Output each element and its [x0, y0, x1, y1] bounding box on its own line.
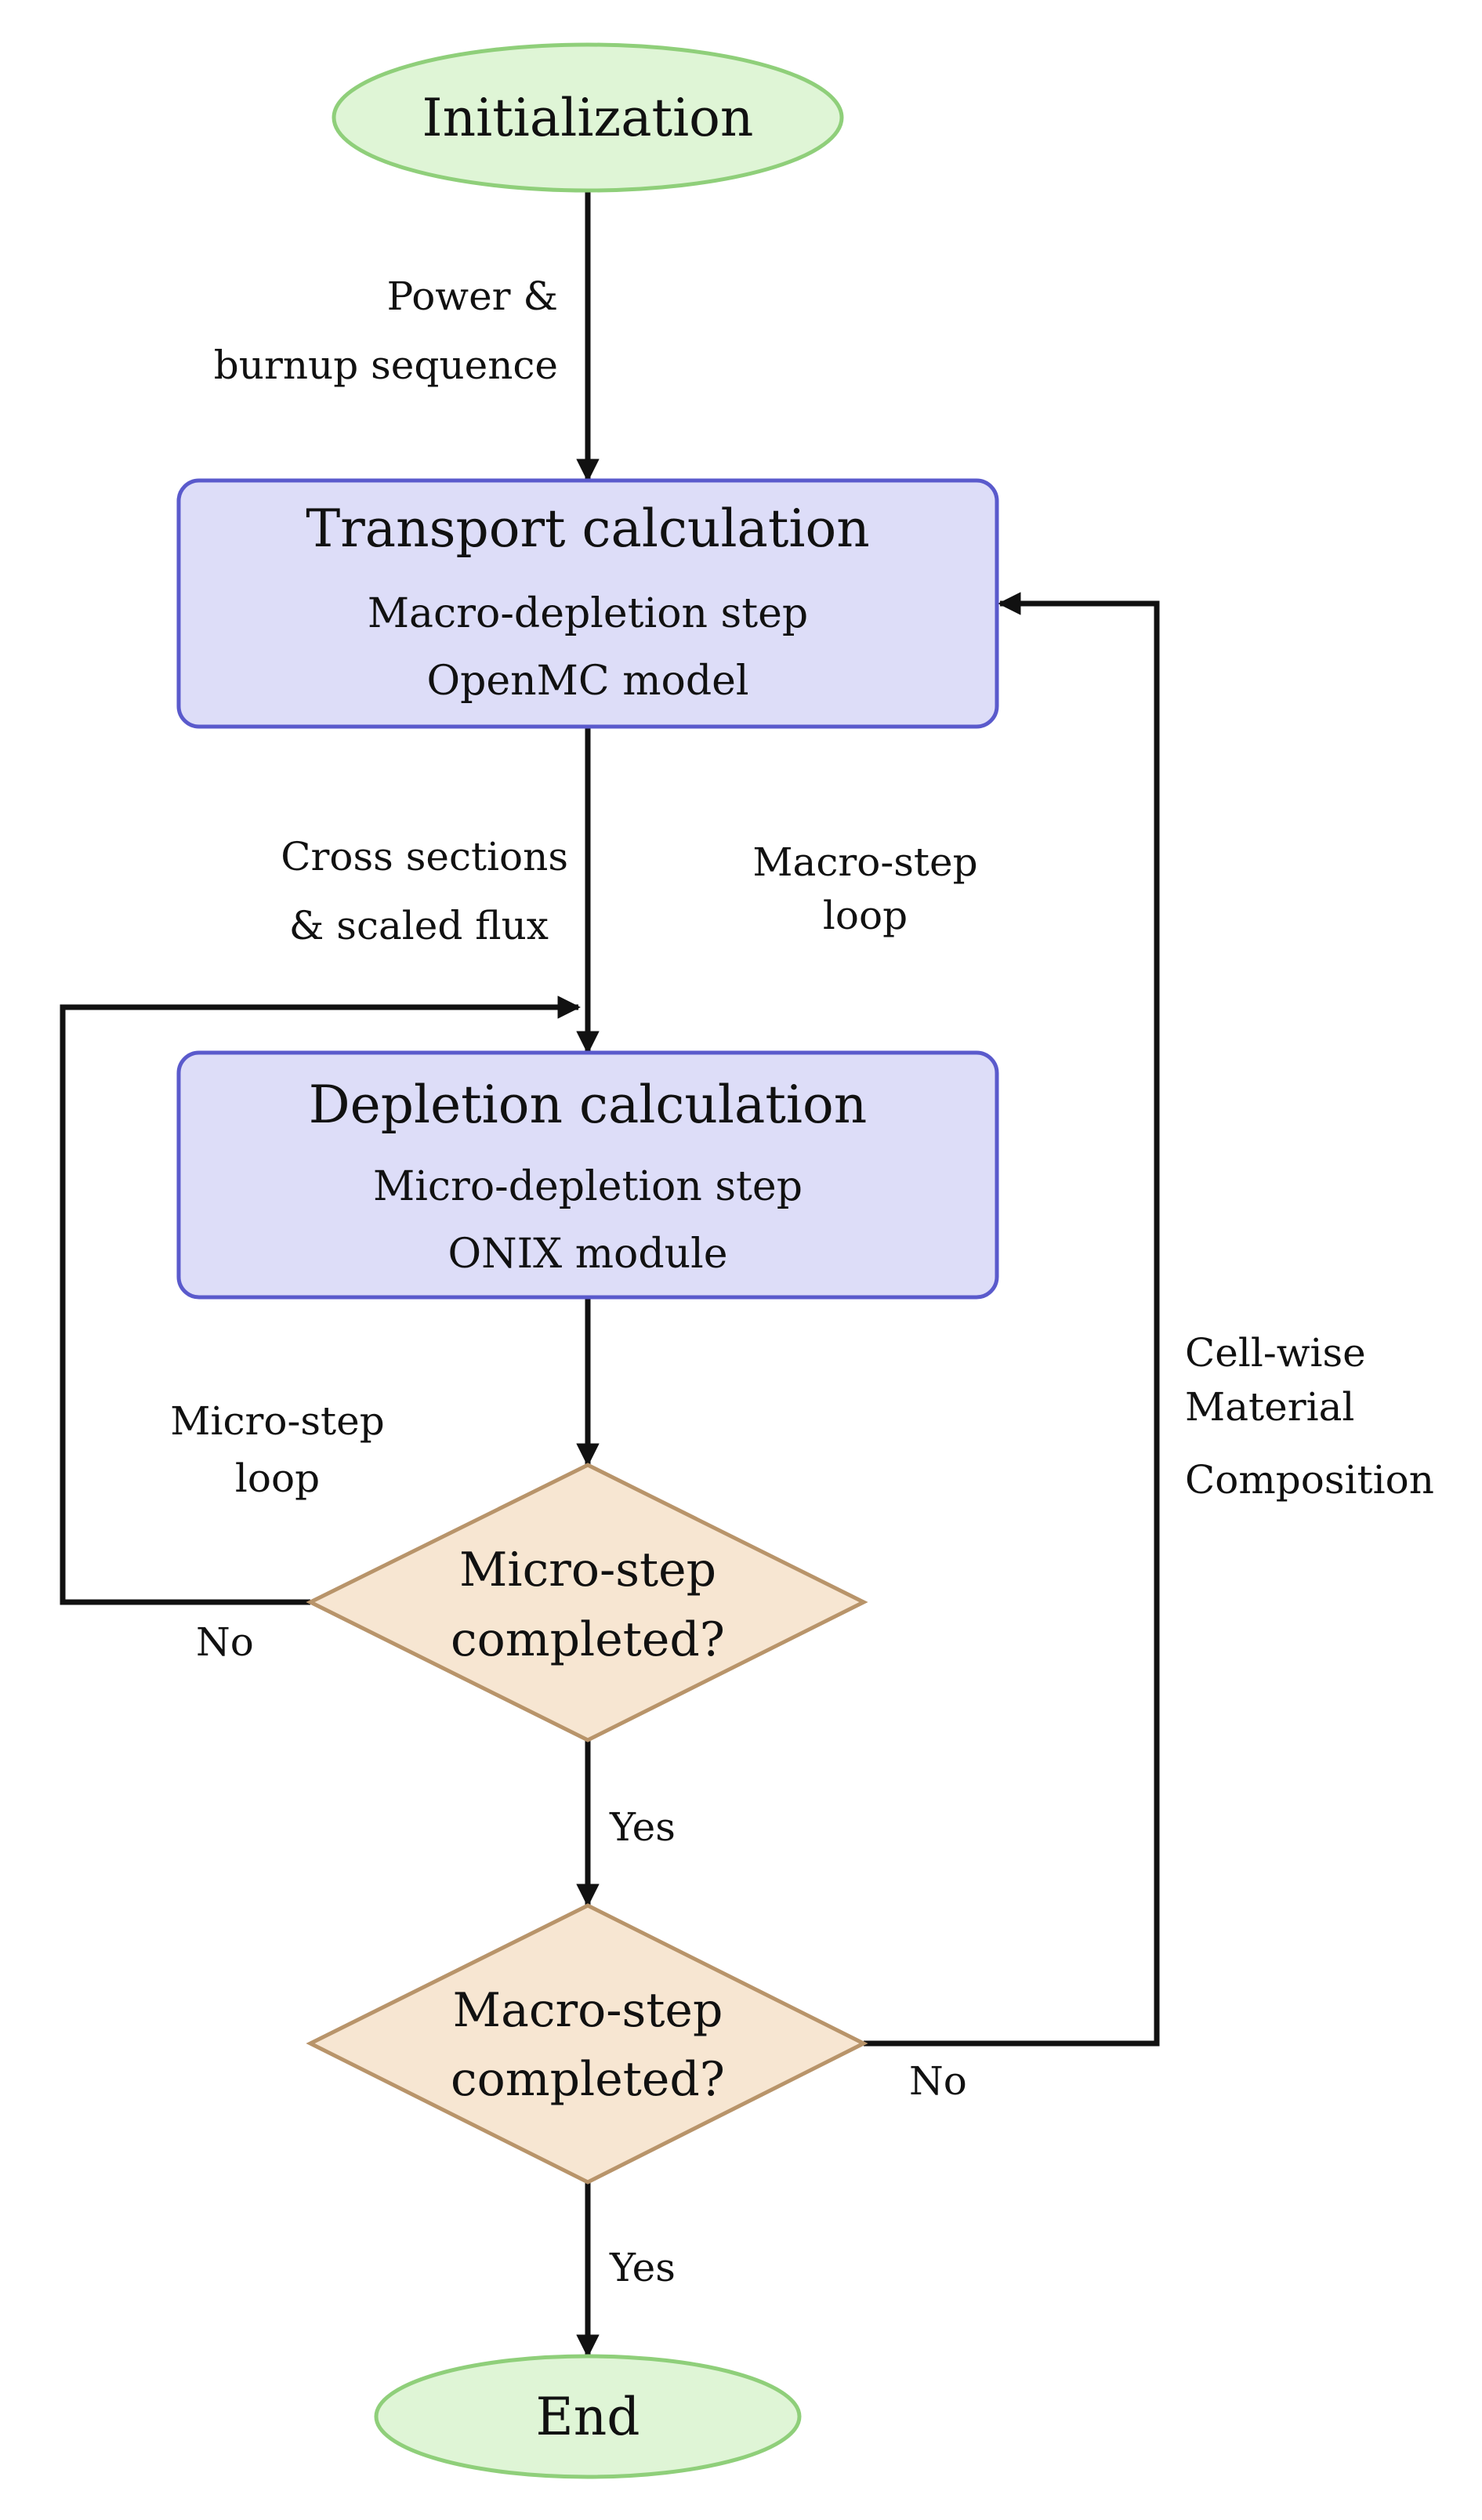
- cellwise-label-line2: Material: [1185, 1384, 1354, 1430]
- depletion-line1: Micro-depletion step: [373, 1163, 803, 1210]
- power-label-line2: burnup sequence: [214, 343, 558, 388]
- macro-decision-line2: completed?: [451, 2052, 725, 2107]
- micro-loop-label-line1: Micro-step: [170, 1398, 384, 1444]
- edge-macro-no-loop: [864, 592, 1160, 2047]
- macro-yes-label: Yes: [609, 2245, 676, 2290]
- transport-box: [176, 478, 999, 729]
- end-node: End: [374, 2354, 802, 2479]
- micro-decision-line1: Micro-step: [459, 1543, 716, 1597]
- micro-no-label: No: [196, 1619, 254, 1665]
- cellwise-label-line3: Composition: [1185, 1457, 1434, 1503]
- micro-decision-line2: completed?: [451, 1612, 725, 1667]
- transport-line2: OpenMC model: [426, 658, 748, 705]
- xs-label-line2: & scaled flux: [289, 903, 549, 948]
- end-ellipse: [374, 2354, 802, 2479]
- micro-decision-diamond: [306, 1463, 868, 1742]
- macro-step-decision-node: Macro-step completed?: [306, 1903, 868, 2185]
- macro-loop-label-line2: loop: [823, 893, 908, 938]
- macro-loop-label-line1: Macro-step: [752, 839, 977, 885]
- micro-yes-label: Yes: [609, 1804, 676, 1850]
- transport-title: Transport calculation: [306, 499, 870, 559]
- cellwise-label-line1: Cell-wise: [1185, 1330, 1366, 1376]
- macro-decision-diamond: [306, 1903, 868, 2185]
- depletion-box: [176, 1050, 999, 1300]
- end-label: End: [536, 2387, 640, 2447]
- micro-loop-label-line2: loop: [235, 1456, 320, 1501]
- transport-line1: Macro-depletion step: [368, 590, 808, 637]
- micro-step-decision-node: Micro-step completed?: [306, 1463, 868, 1742]
- power-label-line1: Power &: [387, 274, 558, 319]
- xs-label-line1: Cross sections: [281, 834, 568, 879]
- edge-micro-no-loop: [60, 995, 581, 1605]
- initialization-label: Initialization: [422, 88, 754, 148]
- macro-no-label: No: [909, 2058, 967, 2104]
- initialization-node: Initialization: [332, 42, 844, 193]
- initialization-ellipse: [332, 42, 844, 193]
- depletion-line2: ONIX module: [447, 1231, 727, 1278]
- transport-calculation-node: Transport calculation Macro-depletion st…: [176, 478, 999, 729]
- depletion-title: Depletion calculation: [309, 1075, 867, 1135]
- depletion-calculation-node: Depletion calculation Micro-depletion st…: [176, 1050, 999, 1300]
- macro-decision-line1: Macro-step: [453, 1983, 723, 2038]
